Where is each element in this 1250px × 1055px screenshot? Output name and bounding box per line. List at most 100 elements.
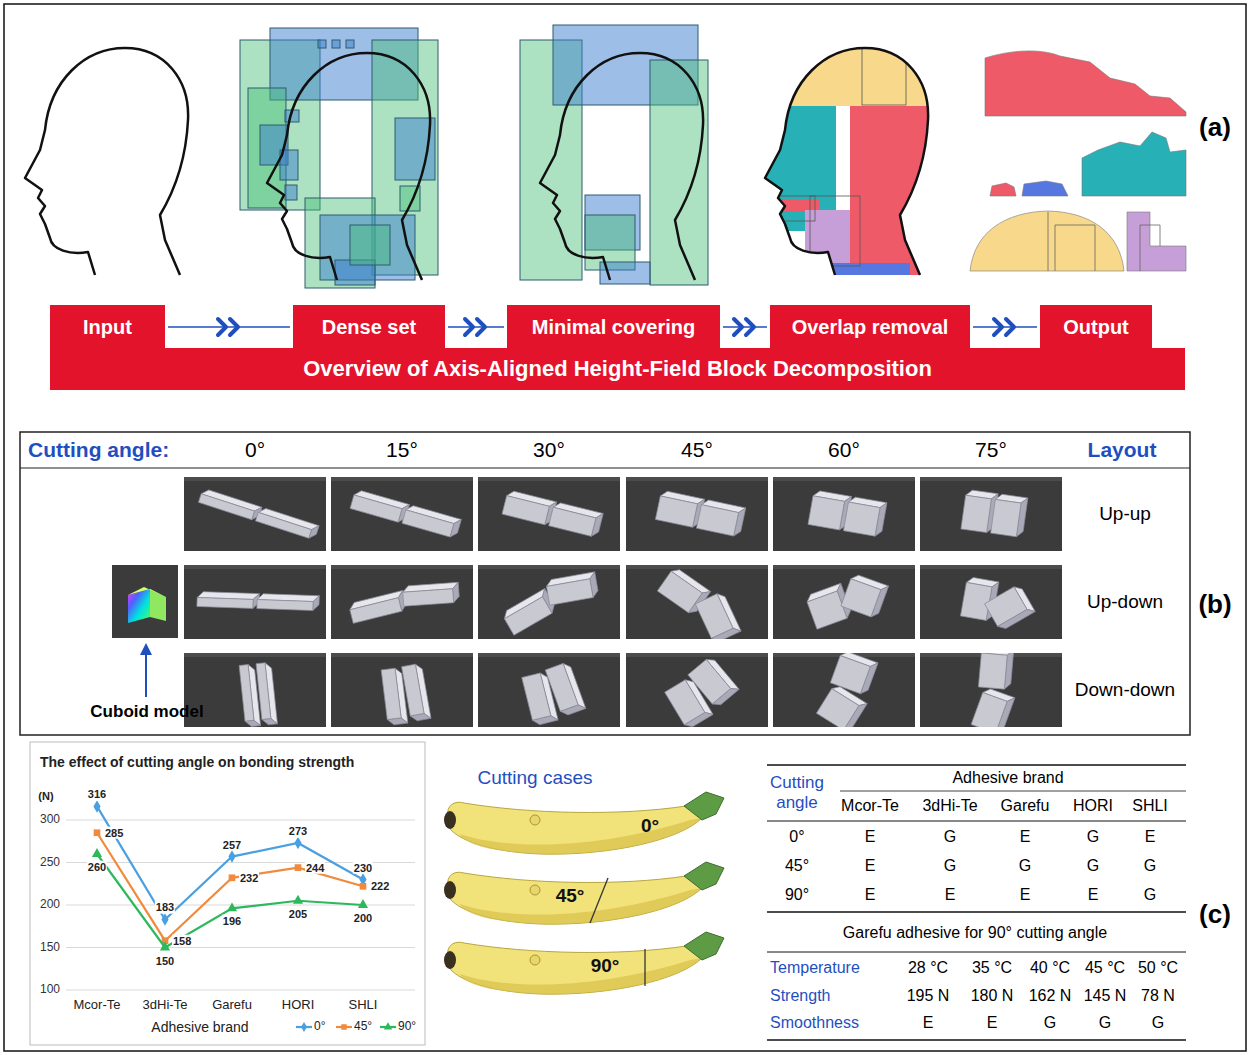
viewport [626,565,768,639]
table-cell: G [944,857,956,875]
data-value: 205 [288,907,308,920]
table-cell: E [945,886,956,904]
block-piece [197,591,259,608]
block-piece [348,590,407,623]
block-face [841,579,881,617]
angle-label: 90° [591,955,620,977]
output-block [1127,212,1186,271]
tick-label: 250 [40,856,60,870]
block-face [971,692,1007,733]
render-thumbnail [331,653,473,727]
viewport-bar [478,653,620,657]
block-face [808,496,845,530]
data-value: 196 [222,915,242,928]
viewport [331,477,473,551]
render-thumbnail [626,477,768,551]
block-piece [841,573,889,619]
block-face [403,589,454,606]
viewport [331,653,473,727]
height-field-block [810,196,860,266]
output-block [1022,181,1068,196]
pointer-arrowhead [140,643,152,655]
viewport-bar [773,477,915,481]
series-marker [93,800,100,812]
height-field-block [800,263,910,293]
legend-sample [301,1022,307,1032]
section-title: Cutting cases [477,767,592,789]
banana-shade [460,958,702,994]
block-piece [522,672,558,727]
row-label: Down-down [1075,679,1175,701]
render-thumbnail [920,565,1062,639]
chevron-head [734,319,742,335]
legend-label: 0° [314,1020,325,1034]
series-marker [295,864,302,871]
series-marker [358,899,368,908]
viewport [112,565,178,638]
block-face [695,594,733,639]
tick-label: 100 [40,983,60,997]
data-value: 285 [104,826,124,839]
step-tab: Dense set [293,305,445,349]
block-piece [985,584,1036,632]
height-field-block [805,210,850,264]
pointer-arrow [145,652,147,697]
cut-line [644,949,645,986]
block-piece [665,677,713,730]
step-tab: Minimal covering [507,305,720,349]
block-face [402,510,454,537]
table-rule [767,952,1186,953]
block-piece [402,504,461,539]
data-value: 273 [288,825,308,838]
series-line [97,833,363,941]
angle-label: 45° [556,885,585,907]
viewport [184,653,326,727]
table-header: Garefu [1001,797,1050,815]
block-seam [1048,212,1160,271]
block-face [843,502,880,536]
block-face [350,598,402,624]
step-tab: Output [1040,305,1152,349]
head-outline [540,53,703,280]
cuboid-render [112,565,178,638]
series-marker [360,883,367,890]
covering-block [332,40,340,48]
flow-connector [723,319,767,335]
block-piece [402,582,459,606]
row-label: Up-up [1099,503,1151,525]
chevron-head [477,319,485,335]
viewport-bar [920,477,1062,481]
table-cell: G [1144,886,1156,904]
category-label: SHLI [349,998,378,1013]
block-face [961,495,991,532]
data-value: 260 [87,861,107,874]
decomposed-head [740,30,950,306]
block-face [502,496,549,525]
chevron-head [465,319,473,335]
banana-body [448,872,702,924]
cut-line [590,878,608,923]
render-thumbnail [331,477,473,551]
table-cell: G [1144,857,1156,875]
viewport-bar [626,565,768,569]
render-thumbnail [773,565,915,639]
viewport-bar [331,477,473,481]
table-cell: G [1152,1014,1164,1032]
banana-body [448,802,702,854]
table-header: HORI [1073,797,1113,815]
viewport-bar [331,565,473,569]
covering-block [318,40,326,48]
row-label: Up-down [1087,591,1163,613]
output-block [970,211,1124,271]
render-thumbnail [478,653,620,727]
banana-stem [684,932,724,960]
render-thumbnail [478,477,620,551]
viewport [626,653,768,727]
table-cell: 28 °C [908,959,948,977]
series-marker [227,903,237,912]
height-field-block [850,106,950,306]
block-piece [991,494,1028,538]
series-marker [228,850,235,862]
